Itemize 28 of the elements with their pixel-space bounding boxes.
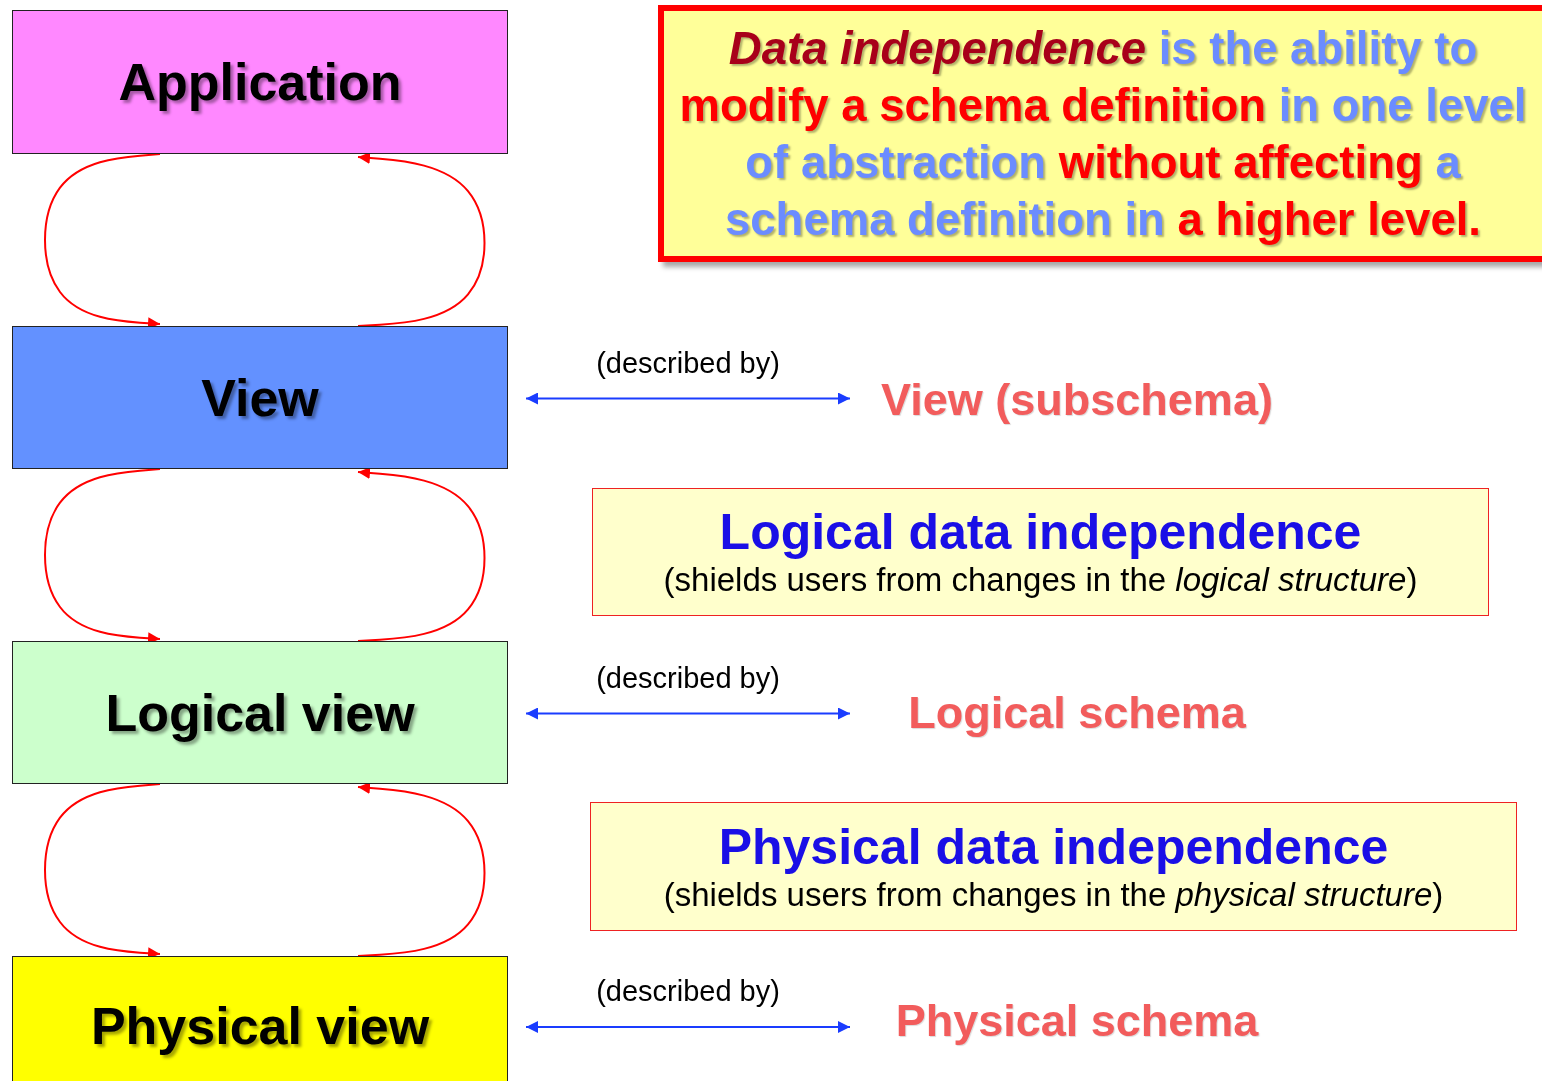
heading: Logical data independence <box>719 504 1362 560</box>
arrow <box>357 152 486 327</box>
edge-label: (described by) <box>596 661 780 695</box>
label: View <box>201 367 319 428</box>
label: Data independence is the ability to modify a schema definition in one level of abstraction without affecting a schema definition in a higher level. <box>678 21 1528 247</box>
heading: Physical data independence <box>718 818 1389 875</box>
process-box <box>12 956 508 1081</box>
note-box <box>590 802 1517 931</box>
process-box <box>12 326 508 469</box>
arrow <box>525 1021 851 1033</box>
label: View (subschema) <box>881 374 1273 426</box>
edge-label: (described by) <box>596 346 780 380</box>
arrow <box>357 782 486 957</box>
edge-label: (described by) <box>596 975 780 1008</box>
label: Physical view <box>90 996 430 1056</box>
label: Logical schema <box>908 687 1246 739</box>
arrow <box>525 707 851 720</box>
arrow <box>525 392 851 405</box>
note-box <box>592 488 1489 616</box>
subtitle: (shields users from changes in the physical structure) <box>663 874 1444 915</box>
process-box <box>12 10 508 154</box>
process-box <box>12 641 508 784</box>
label: Application <box>118 52 402 112</box>
definition-box <box>658 5 1542 262</box>
subtitle: (shields users from changes in the logical structure) <box>663 560 1418 600</box>
label: Physical schema <box>895 995 1259 1047</box>
label: Logical view <box>105 682 415 743</box>
arrow <box>357 467 486 642</box>
